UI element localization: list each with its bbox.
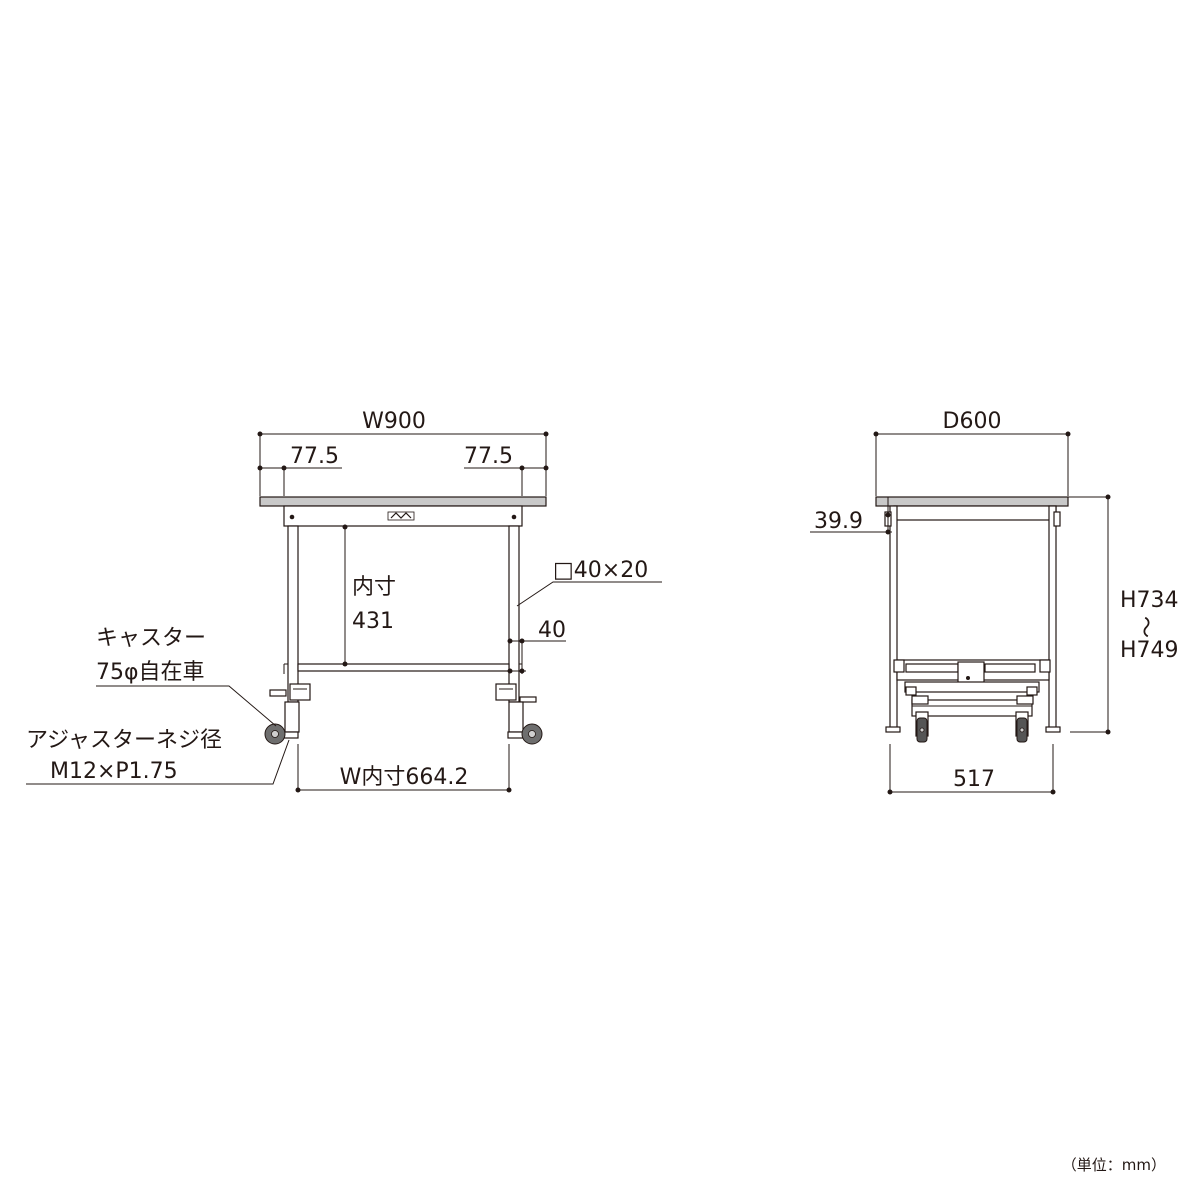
right-caster [495, 683, 543, 745]
right-leg [508, 525, 520, 703]
side-front-leg [889, 505, 898, 729]
overhang-right-label: 77.5 [464, 444, 513, 469]
lower-crossbar [297, 663, 510, 672]
caster-label-line2: 75φ自在車 [96, 660, 205, 685]
bar-height-label: 40 [538, 618, 566, 643]
adjuster-label-line2: M12×P1.75 [50, 759, 178, 784]
side-rear-leg [1048, 505, 1057, 729]
unit-note: （単位：mm） [1062, 1156, 1166, 1174]
depth-label: D600 [943, 409, 1002, 434]
caster-label-line1: キャスター [96, 626, 206, 651]
inner-width-label: W内寸664.2 [340, 765, 469, 790]
leg-depth-label: 517 [953, 767, 995, 792]
inner-height-label: 内寸 [352, 575, 396, 600]
height-tilde: ～ [1132, 616, 1157, 638]
pipe-size-label: □40×20 [553, 558, 648, 583]
height-max-label: H749 [1120, 638, 1179, 663]
overhang-left-label: 77.5 [290, 444, 339, 469]
inner-height-value: 431 [352, 609, 394, 634]
side-table-top [875, 496, 1069, 507]
side-view: D600 39.9 [810, 409, 1179, 795]
width-label: W900 [362, 409, 426, 434]
left-caster [264, 683, 311, 745]
front-view: W900 77.5 77.5 内寸 431 □40×20 [26, 409, 662, 793]
side-apron [893, 505, 1057, 521]
top-thickness-label: 39.9 [814, 509, 863, 534]
table-top [259, 496, 547, 507]
adjuster-label-line1: アジャスターネジ径 [26, 728, 222, 753]
left-leg [287, 525, 299, 703]
logo-plate-icon [387, 511, 415, 521]
side-caster-frame [893, 659, 1051, 743]
height-min-label: H734 [1120, 588, 1179, 613]
